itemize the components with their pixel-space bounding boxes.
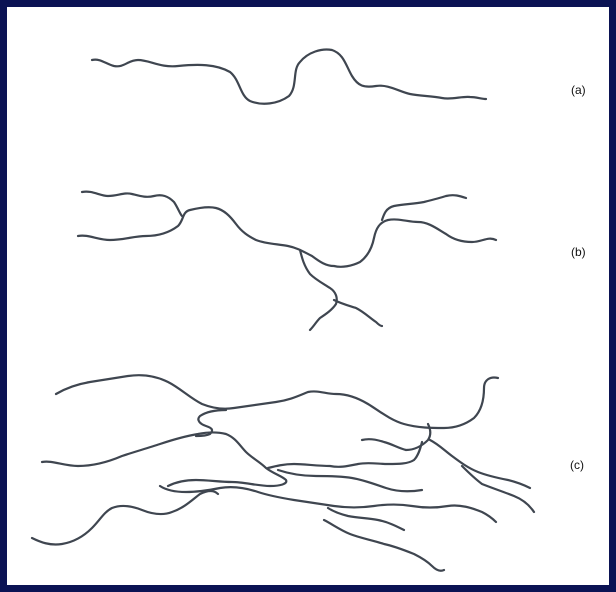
crack-c-right-branch (430, 440, 530, 488)
crack-c-mid-strand (278, 470, 422, 491)
crack-c-mid-left (42, 433, 286, 487)
crack-c-right-mid (268, 442, 422, 468)
pattern-b (78, 192, 496, 330)
crack-b-upper-right (382, 195, 466, 220)
label-c: (c) (570, 458, 584, 472)
crack-c-top (56, 375, 498, 428)
label-a: (a) (571, 83, 586, 97)
label-b: (b) (571, 245, 586, 259)
crack-b-lower-branch-2 (334, 300, 382, 326)
crack-c-bottom-center (328, 508, 404, 530)
pattern-c (32, 375, 534, 571)
crack-b-upper-left (82, 192, 182, 216)
crack-c-right-branch-2 (462, 466, 534, 512)
crack-b-main (78, 207, 496, 267)
crack-a-main (92, 50, 486, 104)
crack-b-lower-branch (300, 250, 337, 330)
pattern-a (92, 50, 486, 104)
crack-c-bottom-left (32, 491, 218, 545)
crack-c-bottom-right (324, 520, 444, 571)
